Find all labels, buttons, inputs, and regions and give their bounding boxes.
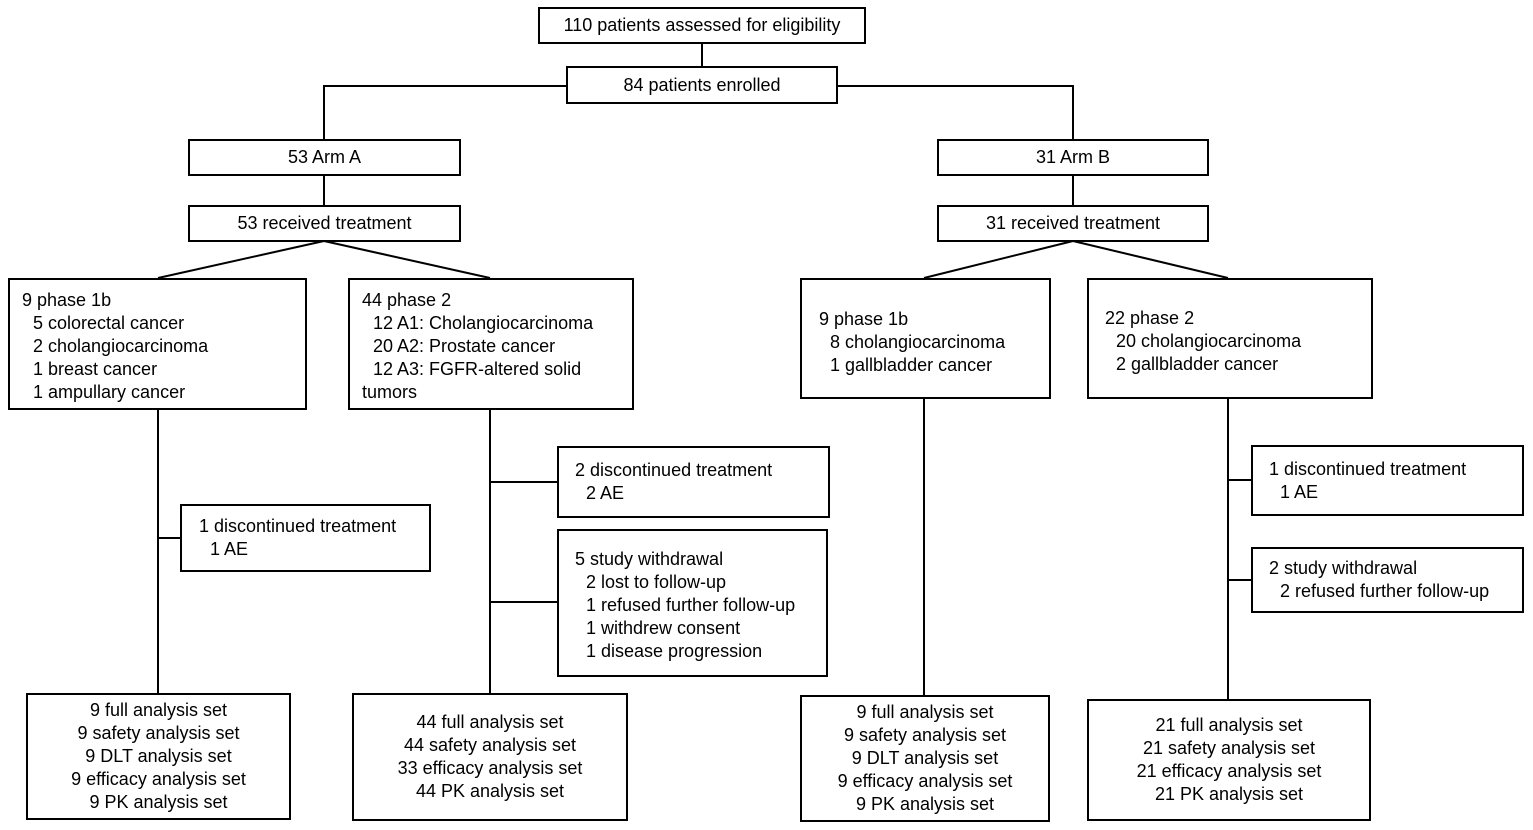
arm-b-phase1b-item: 1 gallbladder cancer bbox=[830, 355, 993, 375]
withdrawal-item: 1 disease progression bbox=[586, 641, 763, 661]
arm-a-phase2-analysis-box: 44 full analysis set 44 safety analysis … bbox=[352, 693, 628, 821]
arm-b-phase2-item: 20 cholangiocarcinoma bbox=[1116, 331, 1302, 351]
discontinued-title: 1 discontinued treatment bbox=[1269, 458, 1467, 479]
withdrawal-item: 2 lost to follow-up bbox=[586, 572, 727, 592]
analysis-set: 9 safety analysis set bbox=[843, 725, 1007, 745]
arm-b-phase2-item: 2 gallbladder cancer bbox=[1116, 354, 1279, 374]
withdrawal-title: 2 study withdrawal bbox=[1269, 558, 1418, 578]
arm-b-phase1b-item: 8 cholangiocarcinoma bbox=[830, 332, 1006, 352]
analysis-set: 33 efficacy analysis set bbox=[397, 758, 583, 778]
analysis-set: 9 full analysis set bbox=[856, 702, 994, 722]
arm-b-phase1b-analysis-box: 9 full analysis set 9 safety analysis se… bbox=[800, 695, 1050, 822]
arm-a-title: 53 Arm A bbox=[287, 147, 362, 167]
analysis-set: 9 efficacy analysis set bbox=[837, 771, 1013, 791]
arm-b-phase2-box: 22 phase 2 20 cholangiocarcinoma 2 gallb… bbox=[1087, 278, 1373, 399]
analysis-set: 9 full analysis set bbox=[89, 700, 228, 720]
withdrawal-item: 1 refused further follow-up bbox=[586, 595, 796, 615]
assessed-box: 110 patients assessed for eligibility bbox=[538, 7, 866, 44]
arm-a-phase2-item: 12 A3: FGFR-altered solid bbox=[373, 359, 582, 379]
analysis-set: 9 PK analysis set bbox=[855, 794, 995, 814]
analysis-set: 21 full analysis set bbox=[1155, 715, 1303, 735]
analysis-set: 9 efficacy analysis set bbox=[71, 769, 246, 789]
discontinued-title: 2 discontinued treatment bbox=[575, 460, 773, 480]
analysis-set: 44 PK analysis set bbox=[415, 781, 565, 801]
arm-b-phase2-analysis-box: 21 full analysis set 21 safety analysis … bbox=[1087, 699, 1371, 821]
arm-a-treated-box: 53 received treatment bbox=[188, 205, 461, 242]
arm-a-phase1b-analysis-box: 9 full analysis set 9 safety analysis se… bbox=[26, 693, 291, 820]
arm-b-treated-label: 31 received treatment bbox=[985, 213, 1161, 233]
analysis-set: 21 PK analysis set bbox=[1154, 784, 1304, 804]
assessed-label: 110 patients assessed for eligibility bbox=[563, 15, 841, 35]
arm-a-phase1b-item: 1 ampullary cancer bbox=[33, 382, 186, 402]
analysis-set: 21 efficacy analysis set bbox=[1136, 761, 1322, 781]
arm-b-box: 31 Arm B bbox=[937, 139, 1209, 176]
withdrawal-title: 5 study withdrawal bbox=[575, 549, 724, 569]
arm-a-phase1b-item: 2 cholangiocarcinoma bbox=[33, 336, 209, 356]
arm-a-phase2-item-cont: tumors bbox=[362, 382, 418, 402]
arm-a-phase2-discontinued-box: 2 discontinued treatment 2 AE bbox=[557, 446, 830, 518]
withdrawal-item: 1 withdrew consent bbox=[586, 618, 741, 638]
arm-a-phase1b-title: 9 phase 1b bbox=[22, 290, 112, 310]
arm-b-phase1b-box: 9 phase 1b 8 cholangiocarcinoma 1 gallbl… bbox=[800, 278, 1051, 399]
discontinued-item: 1 AE bbox=[1280, 481, 1319, 502]
analysis-set: 9 DLT analysis set bbox=[851, 748, 999, 768]
withdrawal-item: 2 refused further follow-up bbox=[1280, 581, 1490, 601]
arm-a-phase2-withdrawal-box: 5 study withdrawal 2 lost to follow-up 1… bbox=[557, 529, 828, 677]
analysis-set: 9 PK analysis set bbox=[89, 792, 228, 812]
enrolled-box: 84 patients enrolled bbox=[566, 66, 838, 104]
arm-a-phase2-item: 20 A2: Prostate cancer bbox=[373, 336, 556, 356]
arm-b-phase2-discontinued-box: 1 discontinued treatment 1 AE bbox=[1251, 445, 1524, 516]
arm-b-phase2-withdrawal-box: 2 study withdrawal 2 refused further fol… bbox=[1251, 547, 1524, 613]
arm-a-phase1b-item: 5 colorectal cancer bbox=[33, 313, 185, 333]
arm-a-box: 53 Arm A bbox=[188, 139, 461, 176]
arm-a-phase2-item: 12 A1: Cholangiocarcinoma bbox=[373, 313, 594, 333]
discontinued-title: 1 discontinued treatment bbox=[199, 516, 397, 536]
discontinued-item: 2 AE bbox=[586, 483, 625, 503]
analysis-set: 44 full analysis set bbox=[416, 712, 564, 732]
arm-a-treated-label: 53 received treatment bbox=[237, 213, 412, 233]
arm-a-phase1b-item: 1 breast cancer bbox=[33, 359, 158, 379]
arm-b-treated-box: 31 received treatment bbox=[937, 205, 1209, 242]
arm-b-title: 31 Arm B bbox=[1035, 147, 1111, 167]
arm-b-phase2-title: 22 phase 2 bbox=[1105, 308, 1195, 328]
analysis-set: 9 DLT analysis set bbox=[85, 746, 232, 766]
analysis-set: 44 safety analysis set bbox=[403, 735, 577, 755]
enrolled-label: 84 patients enrolled bbox=[623, 74, 781, 95]
arm-a-phase2-title: 44 phase 2 bbox=[362, 290, 452, 310]
arm-b-phase1b-title: 9 phase 1b bbox=[819, 309, 909, 329]
discontinued-item: 1 AE bbox=[210, 539, 249, 559]
analysis-set: 9 safety analysis set bbox=[77, 723, 240, 743]
analysis-set: 21 safety analysis set bbox=[1142, 738, 1316, 758]
arm-a-phase1b-box: 9 phase 1b 5 colorectal cancer 2 cholang… bbox=[8, 278, 307, 410]
arm-a-phase2-box: 44 phase 2 12 A1: Cholangiocarcinoma 20 … bbox=[348, 278, 634, 410]
arm-a-phase1b-discontinued-box: 1 discontinued treatment 1 AE bbox=[180, 504, 431, 572]
